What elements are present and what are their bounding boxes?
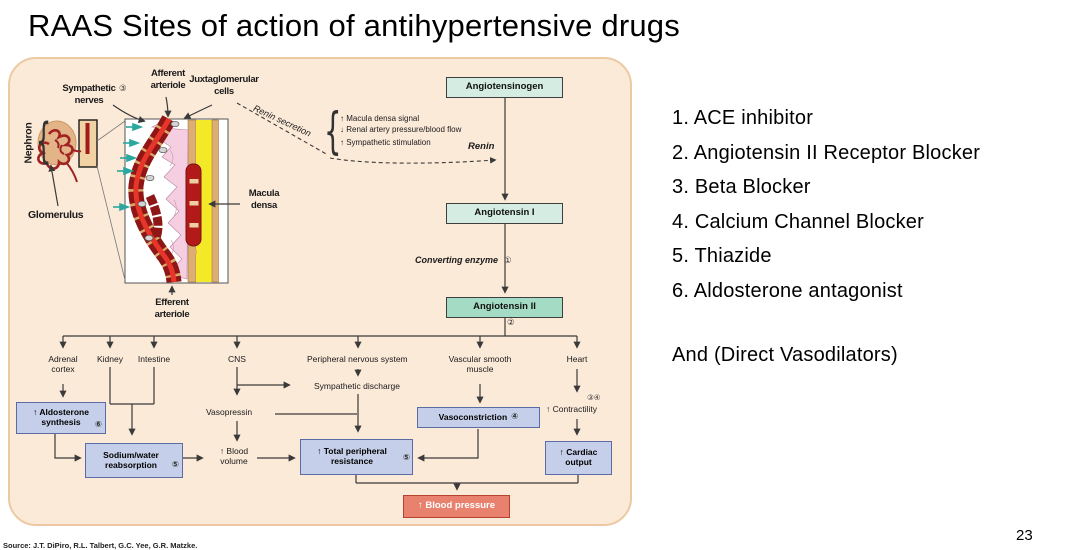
box-sodium-water-reabsorption: Sodium/water reabsorption ⑤	[85, 443, 183, 478]
sympathetic-nerves-marker: ③	[119, 84, 127, 94]
stimuli-brace: {	[324, 102, 342, 160]
page-title: RAAS Sites of action of antihypertensive…	[28, 8, 680, 43]
sodium-water-label: Sodium/water reabsorption	[103, 449, 159, 470]
box-angiotensinogen: Angiotensinogen	[446, 77, 563, 98]
box-cardiac-output: ↑ Cardiac output	[545, 441, 612, 475]
tpr-marker: ⑤	[402, 453, 410, 463]
box-total-peripheral-resistance: ↑ Total peripheral resistance ⑤	[300, 439, 413, 475]
stimulus-3: ↑ Sympathetic stimulation	[340, 138, 431, 147]
drug-list: 1. ACE inhibitor 2. Angiotensin II Recep…	[672, 101, 980, 309]
contractility-label: ↑ Contractility	[546, 404, 598, 414]
sympathetic-discharge-label: Sympathetic discharge	[314, 381, 400, 391]
nephron-label: Nephron	[22, 122, 35, 164]
angiotensin-i-label: Angiotensin I	[474, 207, 535, 219]
cardiac-output-label: ↑ Cardiac output	[559, 447, 598, 467]
juxtaglomerular-cells-label: Juxtaglomerular cells	[189, 74, 259, 97]
sodium-water-marker: ⑤	[171, 460, 179, 471]
efferent-arteriole-label: Efferent arteriole	[154, 297, 190, 320]
intestine-label: Intestine	[137, 354, 171, 364]
page-number: 23	[1016, 527, 1033, 544]
aldosterone-marker: ⑥	[94, 420, 102, 431]
angiotensin-ii-label: Angiotensin II	[473, 301, 536, 313]
blood-pressure-label: ↑ Blood pressure	[417, 500, 496, 512]
afferent-arteriole-label: Afferent arteriole	[150, 68, 186, 91]
drug-item-1: 1. ACE inhibitor	[672, 107, 814, 129]
angiotensin-ii-marker: ②	[507, 318, 515, 328]
angiotensinogen-label: Angiotensinogen	[465, 81, 544, 93]
drug-item-4: 4. Calcium Channel Blocker	[672, 210, 924, 233]
contractility-marker: ③④	[587, 393, 601, 402]
drug-item-3: 3. Beta Blocker	[672, 176, 811, 199]
renin-label: Renin	[468, 141, 495, 152]
sympathetic-nerves-label: Sympathetic nerves	[62, 83, 116, 106]
drug-note: And (Direct Vasodilators)	[672, 344, 898, 366]
stimulus-1: ↑ Macula densa signal	[340, 114, 420, 123]
box-blood-pressure: ↑ Blood pressure	[403, 495, 510, 518]
vasopressin-label: Vasopressin	[206, 407, 253, 417]
stimulus-2: ↓ Renal artery pressure/blood flow	[340, 125, 462, 134]
box-angiotensin-ii: Angiotensin II	[446, 297, 563, 318]
drug-item-2: 2. Angiotensin II Receptor Blocker	[672, 141, 981, 164]
tpr-label: ↑ Total peripheral resistance	[317, 446, 387, 466]
peripheral-nervous-system-label: Peripheral nervous system	[307, 354, 408, 364]
drug-item-5: 5. Thiazide	[672, 245, 772, 268]
blood-volume-label: ↑ Blood volume	[219, 446, 249, 467]
box-vasoconstriction: Vasoconstriction ④	[417, 407, 540, 428]
vasoconstriction-label: Vasoconstriction	[438, 411, 508, 422]
adrenal-cortex-label: Adrenal cortex	[48, 354, 78, 375]
nephron-brace: {	[36, 113, 52, 169]
kidney-label: Kidney	[97, 354, 123, 364]
vascular-smooth-muscle-label: Vascular smooth muscle	[448, 354, 512, 375]
source-credit: Source: J.T. DiPiro, R.L. Talbert, G.C. …	[3, 541, 198, 550]
macula-densa-label: Macula densa	[248, 188, 280, 211]
converting-enzyme-marker: ①	[504, 256, 512, 266]
glomerulus-label: Glomerulus	[28, 209, 84, 221]
vasoconstriction-marker: ④	[511, 411, 519, 422]
converting-enzyme-label: Converting enzyme	[414, 255, 498, 265]
heart-label: Heart	[566, 354, 588, 364]
box-aldosterone-synthesis: ↑ Aldosterone synthesis ⑥	[16, 402, 106, 434]
drug-item-6: 6. Aldosterone antagonist	[672, 279, 903, 302]
cns-label: CNS	[228, 354, 246, 364]
aldosterone-synthesis-label: ↑ Aldosterone synthesis	[33, 407, 89, 427]
box-angiotensin-i: Angiotensin I	[446, 203, 563, 224]
